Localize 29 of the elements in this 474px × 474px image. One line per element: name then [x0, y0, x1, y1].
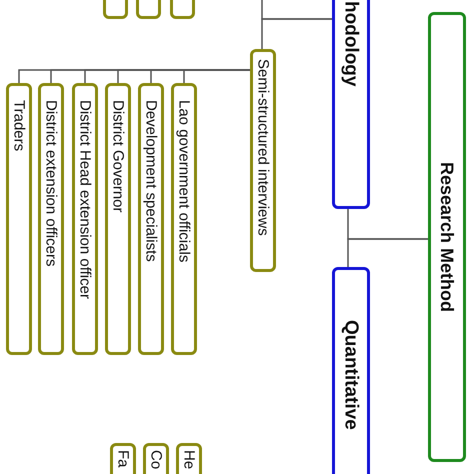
item-box: [171, 83, 197, 355]
connector-line: [261, 0, 332, 20]
box-label: He: [182, 450, 196, 470]
box-label: Fa: [116, 450, 130, 468]
category-box: [332, 0, 370, 209]
box-label: District Governor: [110, 100, 126, 213]
item-box: [38, 83, 64, 355]
item-box: [105, 83, 131, 355]
item-box: [72, 83, 98, 355]
box-label: Research Method: [438, 162, 456, 312]
box-label: Traders: [12, 100, 26, 152]
item-box: [6, 83, 32, 355]
box-label: District extension officers: [44, 100, 58, 266]
box-label: Lao government officials: [176, 100, 192, 262]
box-label: Co: [148, 450, 164, 470]
box-label: hodology: [342, 1, 360, 86]
category-box: [332, 267, 370, 474]
box-label: Quantitative: [342, 320, 360, 430]
item-box: [143, 443, 169, 474]
box-label: Development specialists: [144, 100, 158, 262]
connector-line: [183, 69, 250, 83]
root-box: [428, 12, 466, 462]
item-box: [110, 443, 136, 474]
item-box: [176, 443, 202, 474]
connector-line: [347, 238, 428, 267]
item-box: [138, 83, 164, 355]
item-box: [250, 49, 276, 272]
box-label: District Head extension officer: [78, 100, 92, 299]
box-label: Semi-structured interviews: [256, 59, 270, 236]
